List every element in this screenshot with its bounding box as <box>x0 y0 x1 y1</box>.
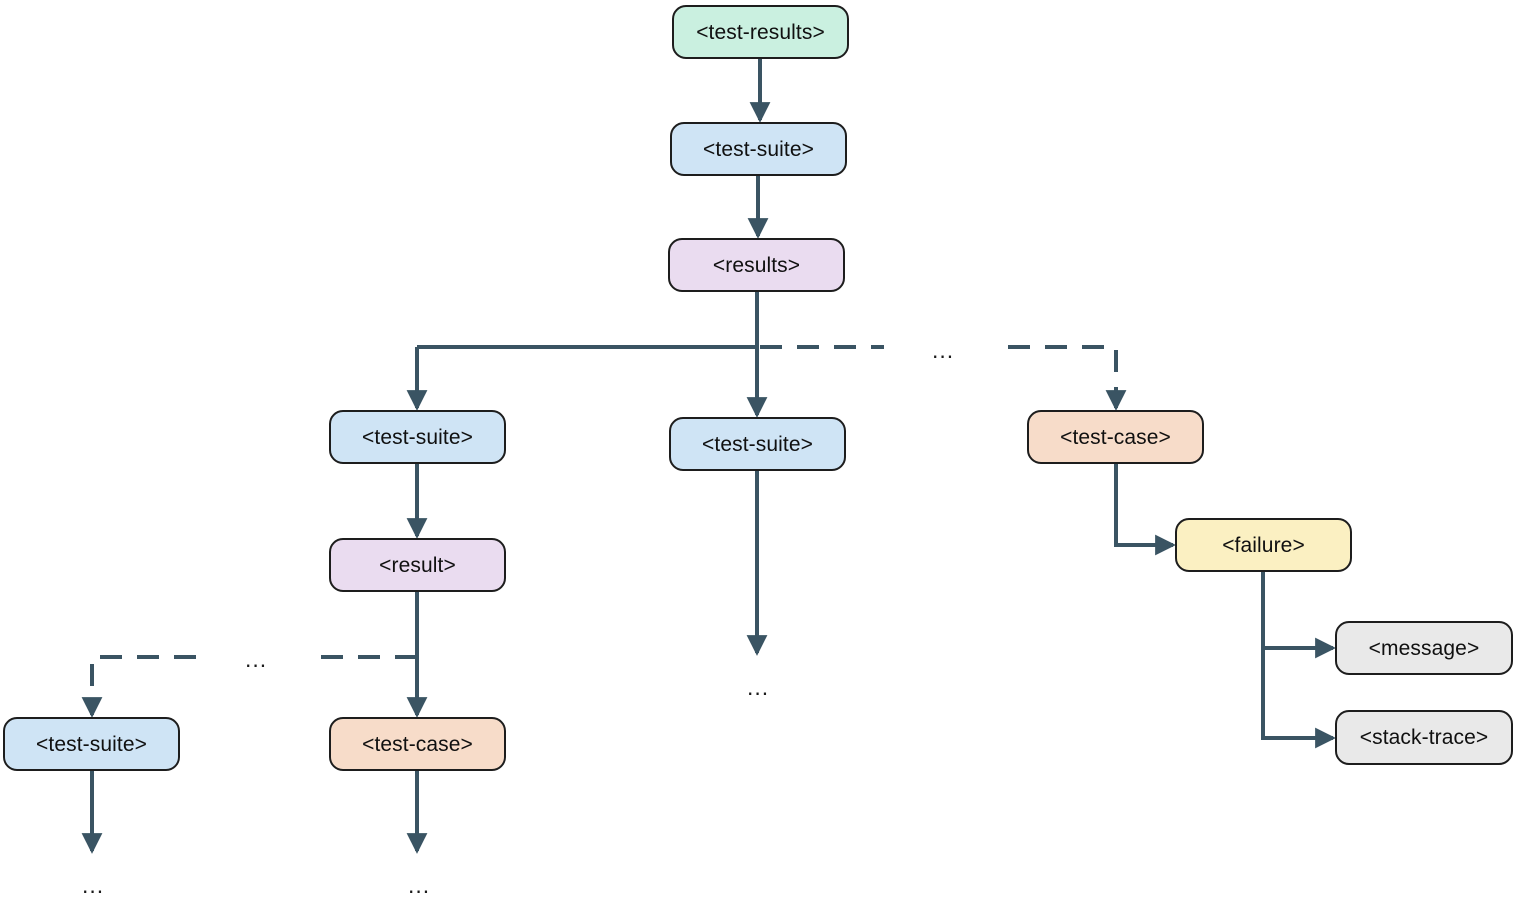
ellipsis-top-branch: ... <box>932 337 955 363</box>
edge-results-to-test-case <box>1008 345 1127 411</box>
ellipsis-case-bottom: ... <box>408 872 431 898</box>
ellipsis-suite-bottom: ... <box>82 872 105 898</box>
node-test-suite-mid[interactable]: <test-suite> <box>669 417 846 471</box>
node-test-results-root[interactable]: <test-results> <box>672 5 849 59</box>
node-test-suite-root[interactable]: <test-suite> <box>670 122 847 176</box>
edge-result-to-test-suite <box>81 655 196 718</box>
node-result[interactable]: <result> <box>329 538 506 592</box>
node-test-case-right[interactable]: <test-case> <box>1027 410 1204 464</box>
edge-test-case-to-failure <box>1114 464 1176 556</box>
node-stack-trace[interactable]: <stack-trace> <box>1335 710 1513 765</box>
node-test-case-bottom[interactable]: <test-case> <box>329 717 506 771</box>
node-results[interactable]: <results> <box>668 238 845 292</box>
edge-failure-to-message <box>1261 572 1336 659</box>
node-test-suite-left[interactable]: <test-suite> <box>329 410 506 464</box>
node-failure[interactable]: <failure> <box>1175 518 1352 572</box>
ellipsis-mid-branch: ... <box>747 674 770 700</box>
edge-failure-to-stack-trace <box>1261 648 1336 749</box>
ellipsis-result-branch: ... <box>245 646 268 672</box>
node-message[interactable]: <message> <box>1335 621 1513 675</box>
node-test-suite-bottom[interactable]: <test-suite> <box>3 717 180 771</box>
